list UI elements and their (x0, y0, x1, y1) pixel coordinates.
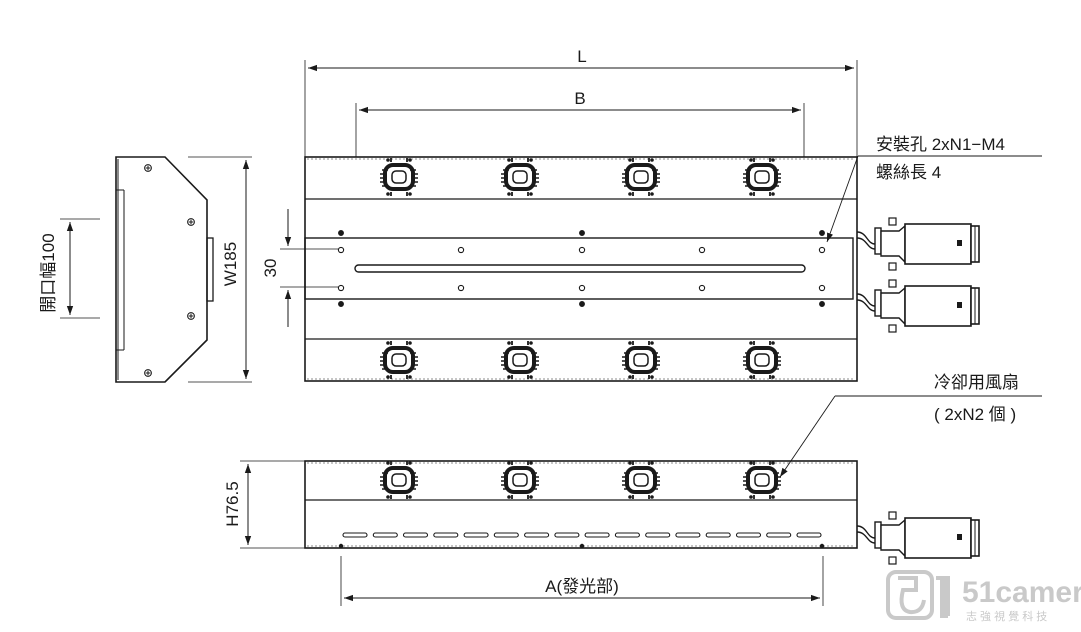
front-view-fans (378, 459, 783, 501)
vent-slot (614, 532, 640, 538)
height-label: H76.5 (223, 481, 242, 526)
slot-width-label: 30 (261, 259, 280, 278)
vent-slot (402, 532, 429, 538)
mounting-holes (337, 230, 826, 307)
vent-slot (372, 532, 398, 538)
pitch-label: B (574, 89, 585, 108)
top-view-fans (378, 156, 783, 381)
fan-icon (499, 156, 541, 198)
width-label: W185 (221, 242, 240, 286)
end-view (60, 156, 252, 383)
vent-slot (584, 532, 610, 538)
fan-icon (741, 459, 783, 501)
fan-icon (620, 339, 662, 381)
vent-slot (796, 532, 822, 538)
vent-slot (463, 532, 489, 538)
top-view-housing (304, 156, 858, 382)
emitting-length-label: A(發光部) (545, 577, 619, 596)
vent-slot (342, 532, 368, 538)
vent-slot (735, 532, 762, 538)
mount-holes-callout-1: 安裝孔 2xN1−M4 (876, 135, 1005, 154)
slot (354, 264, 806, 273)
fans-callout-1: 冷卻用風扇 (934, 373, 1019, 392)
connector-icon (856, 511, 980, 565)
vent-slot (433, 532, 459, 538)
vent-slot (705, 532, 731, 538)
fan-icon (620, 156, 662, 198)
end-view-outline (115, 156, 208, 383)
front-view (240, 395, 1042, 606)
vent-slot (645, 532, 671, 538)
vent-slot (524, 532, 550, 538)
fan-icon (378, 156, 420, 198)
top-view (280, 60, 1042, 382)
fan-icon (499, 339, 541, 381)
vent-slot (554, 532, 580, 538)
connector-icon (856, 279, 980, 333)
fan-icon (741, 339, 783, 381)
mount-holes-callout-2: 螺絲長 4 (876, 163, 941, 182)
watermark-tagline: 志 強 視 覺 科 技 (966, 609, 1047, 623)
fan-icon (378, 339, 420, 381)
watermark-logo (886, 570, 950, 620)
vent-slots (342, 532, 822, 538)
fan-icon (741, 156, 783, 198)
front-view-housing (304, 460, 858, 549)
fans-callout-2: ( 2xN2 個 ) (934, 405, 1016, 424)
length-label: L (577, 47, 586, 66)
fan-icon (378, 459, 420, 501)
vent-slot (675, 532, 701, 538)
opening-label: 開口幅100 (39, 233, 58, 312)
connector-icon (856, 217, 980, 271)
watermark-brand: 51camera (962, 576, 1081, 609)
fan-icon (499, 459, 541, 501)
emitting-window (304, 237, 854, 300)
fan-icon (620, 459, 662, 501)
vent-slot (493, 532, 519, 538)
vent-slot (766, 532, 792, 538)
